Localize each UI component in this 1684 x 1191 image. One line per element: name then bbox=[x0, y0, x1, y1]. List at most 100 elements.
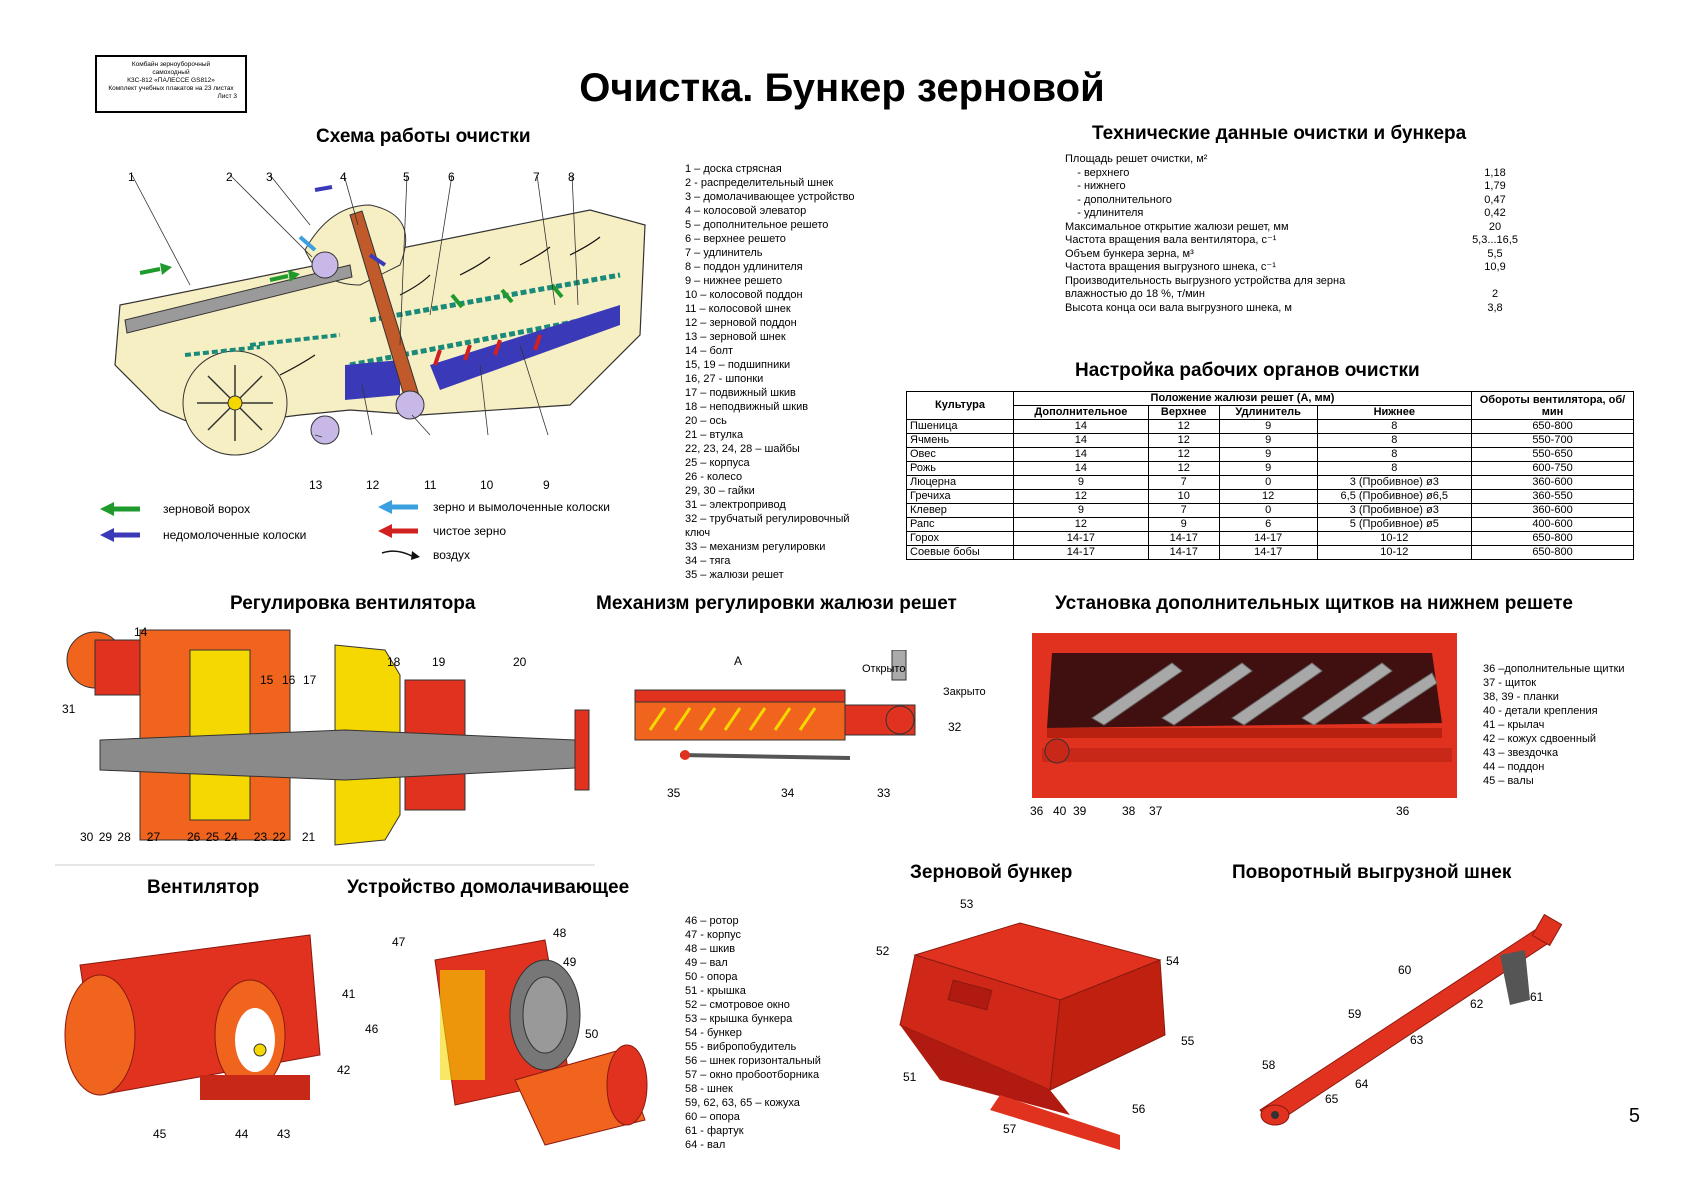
callout-2: 2 bbox=[226, 170, 233, 184]
parts-list-3: 46 – ротор 47 - корпус 48 – шкив 49 – ва… bbox=[685, 914, 821, 1152]
parts-item: 29, 30 – гайки bbox=[685, 485, 755, 497]
stamp-line: Комбайн зерноуборочный bbox=[131, 61, 211, 68]
louvers bbox=[648, 707, 817, 731]
callout-64: 64 bbox=[1355, 1077, 1369, 1091]
callout-9: 9 bbox=[543, 478, 550, 492]
parts-item: 10 – колосовой поддон bbox=[685, 289, 803, 301]
parts-item: 34 – тяга bbox=[685, 555, 731, 567]
table-cell: 8 bbox=[1316, 419, 1473, 434]
page-title: Очистка. Бункер зерновой bbox=[579, 66, 1105, 110]
tailings-pan bbox=[430, 305, 620, 390]
table-cell: 14 bbox=[1013, 433, 1149, 448]
label-closed: Закрыто bbox=[943, 686, 986, 698]
section-title-scheme: Схема работы очистки bbox=[316, 126, 531, 147]
callout-42: 42 bbox=[337, 1063, 351, 1077]
table-cell: 12 bbox=[1147, 433, 1220, 448]
apron bbox=[1500, 950, 1530, 1005]
table-cell: 400-600 bbox=[1471, 517, 1634, 532]
table-cell: 10 bbox=[1147, 489, 1220, 504]
callout-39: 39 bbox=[1073, 804, 1087, 818]
parts-item: 46 – ротор bbox=[685, 915, 739, 927]
unloading-auger-drawing bbox=[1259, 913, 1563, 1126]
callout-45: 45 bbox=[153, 1127, 167, 1141]
parts-item: 25 – корпуса bbox=[685, 457, 750, 469]
lower-sieve-shields-drawing bbox=[1032, 633, 1457, 798]
table-cell-culture: Люцерна bbox=[906, 475, 1014, 490]
table-cell-culture: Рапс bbox=[906, 517, 1014, 532]
callout-40: 40 bbox=[1053, 804, 1067, 818]
header-lower: Нижнее bbox=[1316, 405, 1473, 420]
callout-65: 65 bbox=[1325, 1092, 1339, 1106]
callout-44: 44 bbox=[235, 1127, 249, 1141]
table-cell: 14 bbox=[1013, 461, 1149, 476]
parts-item: 40 - детали крепления bbox=[1483, 705, 1598, 717]
parts-item: 9 – нижнее решето bbox=[685, 275, 783, 287]
rod bbox=[679, 753, 851, 760]
callout-1: 1 bbox=[128, 170, 135, 184]
table-cell: 12 bbox=[1013, 489, 1149, 504]
callout-12: 12 bbox=[366, 478, 380, 492]
inspection-window bbox=[947, 979, 993, 1011]
table-cell: 14-17 bbox=[1147, 545, 1220, 560]
callout-46: 46 bbox=[365, 1022, 379, 1036]
header-culture: Культура bbox=[906, 391, 1014, 420]
table-cell: 9 bbox=[1218, 433, 1318, 448]
section-title-fan-adjust: Регулировка вентилятора bbox=[230, 593, 476, 614]
table-cell: 650-800 bbox=[1471, 545, 1634, 560]
parts-item: 14 – болт bbox=[685, 345, 734, 357]
parts-item: 38, 39 - планки bbox=[1483, 691, 1559, 703]
table-cell: 3 (Пробивное) ø3 bbox=[1316, 503, 1473, 518]
parts-item: 22, 23, 24, 28 – шайбы bbox=[685, 443, 800, 455]
parts-list-2: 36 –дополнительные щитки 37 - щиток 38, … bbox=[1483, 662, 1625, 788]
upper-sieve bbox=[369, 272, 621, 323]
table-cell: 9 bbox=[1013, 475, 1149, 490]
callout-6: 6 bbox=[448, 170, 455, 184]
additional-sieve-2 bbox=[184, 345, 261, 357]
callout-18: 18 bbox=[387, 655, 401, 669]
stamp-line: самоходный bbox=[152, 69, 190, 76]
table-cell: 0 bbox=[1218, 475, 1318, 490]
callout-63: 63 bbox=[1410, 1033, 1424, 1047]
table-cell: 9 bbox=[1013, 503, 1149, 518]
grain-pan bbox=[345, 360, 400, 400]
table-cell-culture: Соевые бобы bbox=[906, 545, 1014, 560]
legend-air: воздух bbox=[433, 548, 471, 562]
parts-item: 45 – валы bbox=[1483, 775, 1534, 787]
parts-item: 60 – опора bbox=[685, 1111, 740, 1123]
callout-61: 61 bbox=[1530, 990, 1544, 1004]
page-number: 5 bbox=[1628, 1105, 1640, 1127]
title-stamp: Комбайн зерноуборочный самоходный КЗС-81… bbox=[95, 55, 247, 113]
table-cell-culture: Горох bbox=[906, 531, 1014, 546]
tailings-auger bbox=[395, 390, 425, 420]
legend-clean-grain: чистое зерно bbox=[433, 524, 507, 538]
table-cell: 9 bbox=[1218, 461, 1318, 476]
table-cell: 360-550 bbox=[1471, 489, 1634, 504]
table-cell-culture: Пшеница bbox=[906, 419, 1014, 434]
parts-item: 6 – верхнее решето bbox=[685, 233, 786, 245]
callout-17: 17 bbox=[303, 673, 317, 687]
callout-60: 60 bbox=[1398, 963, 1412, 977]
header-louver: Положение жалюзи решет (А, мм) bbox=[1013, 391, 1472, 406]
callout-52: 52 bbox=[876, 944, 890, 958]
callout-36b: 36 bbox=[1396, 804, 1410, 818]
table-cell-culture: Ячмень bbox=[906, 433, 1014, 448]
callout-10: 10 bbox=[480, 478, 494, 492]
parts-item: 2 - распределительный шнек bbox=[685, 177, 834, 189]
header-fan-speed: Обороты вентилятора, об/мин bbox=[1471, 391, 1634, 420]
setup-table: Культура Положение жалюзи решет (А, мм) … bbox=[906, 391, 1634, 560]
callout-33: 33 bbox=[877, 786, 891, 800]
parts-item: 59, 62, 63, 65 – кожуха bbox=[685, 1097, 800, 1109]
parts-item: 32 – трубчатый регулировочный bbox=[685, 513, 850, 525]
table-cell: 6,5 (Пробивное) ø6,5 bbox=[1316, 489, 1473, 504]
fan-shaft bbox=[99, 729, 576, 781]
fan-hub bbox=[227, 395, 243, 411]
legend-grain-ears: зерно и вымолоченные колоски bbox=[433, 500, 610, 514]
table-cell: 7 bbox=[1147, 503, 1220, 518]
